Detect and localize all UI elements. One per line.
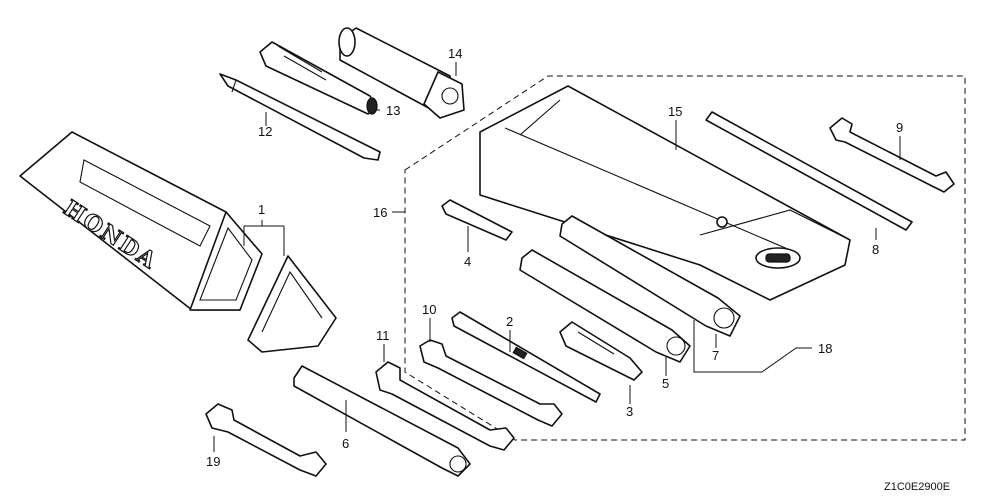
callout-9: 9 xyxy=(896,120,903,135)
extension-rod xyxy=(705,111,913,231)
callout-19: 19 xyxy=(206,454,220,469)
callout-1: 1 xyxy=(258,202,265,217)
double-end-wrench xyxy=(205,403,327,477)
combination-wrench xyxy=(419,339,563,427)
tool-case-cap xyxy=(247,255,337,353)
open-end-wrench xyxy=(375,361,515,451)
callout-16: 16 xyxy=(373,205,387,220)
drawing-code: Z1C0E2900E xyxy=(884,481,950,493)
callout-5: 5 xyxy=(662,376,669,391)
callout-12: 12 xyxy=(258,124,272,139)
callout-11: 11 xyxy=(376,328,390,343)
callout-labels: 1 2 3 4 5 6 7 8 9 10 11 12 13 14 15 16 1… xyxy=(206,46,903,469)
callout-13: 13 xyxy=(386,103,400,118)
callout-10: 10 xyxy=(422,302,436,317)
screwdriver-handle-small xyxy=(559,321,643,381)
screwdriver-bit xyxy=(451,311,601,403)
socket-wrench-long xyxy=(559,215,741,337)
callout-4: 4 xyxy=(464,254,471,269)
tool-roll-bag xyxy=(479,85,851,301)
socket-wrench-medium xyxy=(519,249,691,363)
callout-18: 18 xyxy=(818,341,832,356)
callout-3: 3 xyxy=(626,404,633,419)
leader-lines xyxy=(213,62,901,452)
callout-14: 14 xyxy=(448,46,462,61)
screwdriver-grip xyxy=(259,41,378,115)
callout-6: 6 xyxy=(342,436,349,451)
box-spanner xyxy=(293,365,471,477)
blade-tool xyxy=(441,199,513,241)
tool-case-large: HONDA xyxy=(19,131,263,311)
callout-8: 8 xyxy=(872,242,879,257)
callout-15: 15 xyxy=(668,104,682,119)
screwdriver-shaft xyxy=(219,73,381,161)
callout-7: 7 xyxy=(712,348,719,363)
socket-tube-large xyxy=(338,27,465,119)
kit-boundary-dashed xyxy=(404,75,966,441)
small-wrench xyxy=(829,117,955,193)
callout-2: 2 xyxy=(506,314,513,329)
